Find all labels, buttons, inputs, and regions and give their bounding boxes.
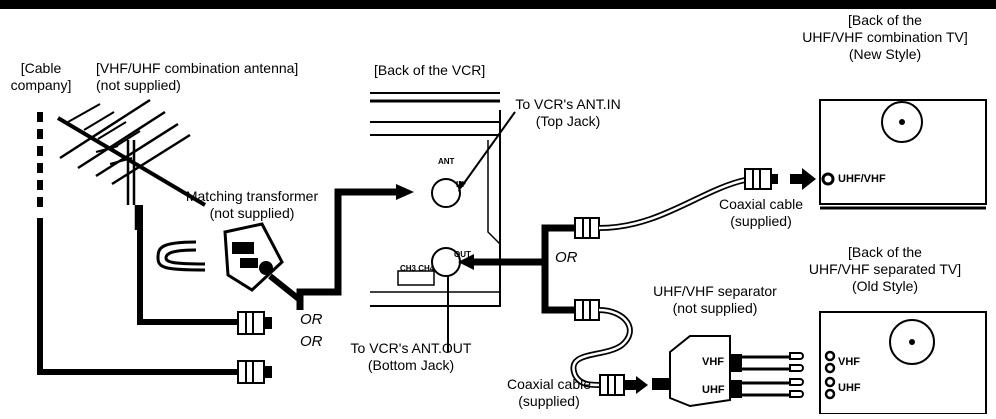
or-label-2: OR — [300, 333, 323, 350]
tv-old-style — [819, 311, 987, 415]
coaxial-cable-top-label: Coaxial cable(supplied) — [718, 196, 804, 229]
plug-or-1 — [237, 311, 272, 335]
arrow-to-ant-in — [396, 184, 414, 200]
top-border — [0, 0, 996, 9]
plug-or-2 — [237, 360, 272, 384]
cable-company-line — [37, 112, 240, 375]
tv-vhf-label: VHF — [838, 356, 860, 368]
uhf-vhf-separator-icon — [652, 335, 804, 408]
vcr-back-label: [Back of the VCR] — [374, 62, 486, 78]
antenna-icon — [56, 98, 207, 230]
separator-label: UHF/VHF separator(not supplied) — [653, 283, 777, 316]
ant-in-jack — [431, 178, 461, 208]
vcr-in-label: IN — [456, 180, 464, 189]
vcr-out-cable — [458, 224, 575, 314]
vcr-back — [370, 92, 501, 307]
tv-jack-label: UHF/VHF — [838, 173, 886, 185]
separator-uhf-label: UHF — [702, 384, 725, 396]
ant-out-label: To VCR's ANT.OUT(Bottom Jack) — [350, 340, 472, 373]
or-label-3: OR — [555, 249, 578, 266]
antenna-label: [VHF/UHF combination antenna](not suppli… — [96, 60, 299, 93]
coaxial-cable-top — [574, 168, 816, 239]
or-label-1: OR — [300, 311, 323, 328]
vcr-channel-label: CH3 CH4 — [400, 264, 435, 273]
separator-vhf-label: VHF — [702, 356, 724, 368]
matching-transformer-icon — [223, 222, 303, 310]
transformer-cable-to-vcr — [296, 188, 398, 310]
ant-in-label: To VCR's ANT.IN(Top Jack) — [515, 96, 621, 129]
tv-uhf-label: UHF — [838, 382, 861, 394]
tv-new-style — [819, 99, 987, 210]
pointer-ant-in — [461, 111, 516, 187]
coaxial-cable-bottom-label: Coaxial cable(supplied) — [506, 376, 592, 409]
matching-transformer-label: Matching transformer(not supplied) — [185, 188, 319, 221]
vcr-ant-label: ANT — [438, 157, 455, 166]
antenna-cables — [137, 205, 240, 325]
coaxial-cable-bottom — [570, 299, 648, 396]
vcr-out-label: OUT — [454, 250, 471, 259]
